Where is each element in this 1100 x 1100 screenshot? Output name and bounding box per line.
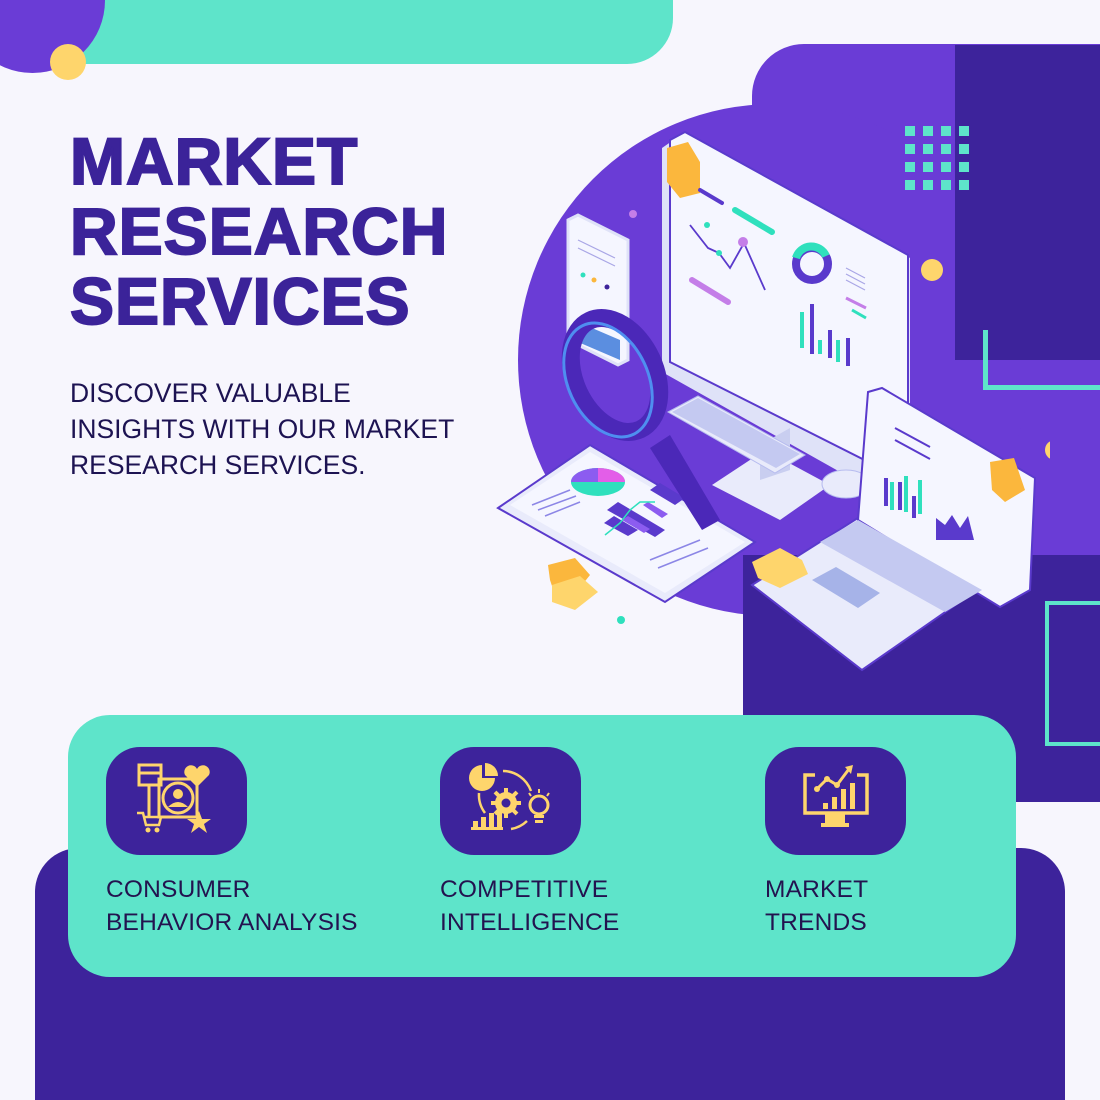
consumer-behavior-icon-badge bbox=[106, 747, 247, 855]
dark-purple-block-top bbox=[955, 45, 1100, 360]
competitive-intelligence-icon-badge bbox=[440, 747, 581, 855]
dot-grid-decoration bbox=[905, 126, 969, 190]
page-subtitle: DISCOVER VALUABLE INSIGHTS WITH OUR MARK… bbox=[70, 375, 454, 483]
top-teal-banner-shape bbox=[60, 0, 673, 64]
title-line-1: MARKET bbox=[69, 124, 359, 198]
magnifying-glass bbox=[561, 309, 720, 530]
service-competitive-intelligence: COMPETITIVE INTELLIGENCE bbox=[440, 747, 619, 939]
service-label: COMPETITIVE INTELLIGENCE bbox=[440, 876, 620, 936]
service-label: MARKET TRENDS bbox=[765, 876, 869, 936]
tablet-report bbox=[496, 443, 757, 604]
yellow-dot-decoration bbox=[921, 259, 943, 281]
analytics-workspace-illustration bbox=[496, 130, 1050, 672]
yellow-dot-decoration bbox=[50, 44, 86, 80]
teal-outline-decoration-right bbox=[1045, 601, 1100, 746]
services-card: CONSUMER BEHAVIOR ANALYSIS bbox=[68, 715, 1016, 977]
competitive-intelligence-icon bbox=[468, 763, 550, 831]
subtitle-line-2: INSIGHTS WITH OUR MARKET bbox=[70, 414, 455, 444]
yellow-dot-decoration bbox=[1045, 441, 1050, 459]
subtitle-line-1: DISCOVER VALUABLE bbox=[70, 378, 351, 408]
service-label: CONSUMER BEHAVIOR ANALYSIS bbox=[106, 876, 358, 936]
keyboard bbox=[666, 395, 807, 474]
consumer-behavior-icon bbox=[136, 763, 211, 833]
market-trends-icon-badge bbox=[765, 747, 906, 855]
desktop-monitor bbox=[662, 130, 910, 520]
sticky-note bbox=[990, 458, 1025, 502]
service-market-trends: MARKET TRENDS bbox=[765, 747, 906, 939]
service-consumer-behavior-analysis: CONSUMER BEHAVIOR ANALYSIS bbox=[106, 747, 358, 939]
page-title: MARKET RESEARCH SERVICES bbox=[69, 124, 449, 338]
subtitle-line-3: RESEARCH SERVICES. bbox=[70, 450, 366, 480]
title-line-3: SERVICES bbox=[69, 264, 411, 338]
title-line-2: RESEARCH bbox=[69, 194, 449, 268]
market-trends-icon bbox=[802, 765, 869, 827]
teal-outline-decoration-top bbox=[983, 330, 1100, 390]
laptop bbox=[750, 386, 1037, 672]
sticky-note bbox=[752, 548, 808, 588]
